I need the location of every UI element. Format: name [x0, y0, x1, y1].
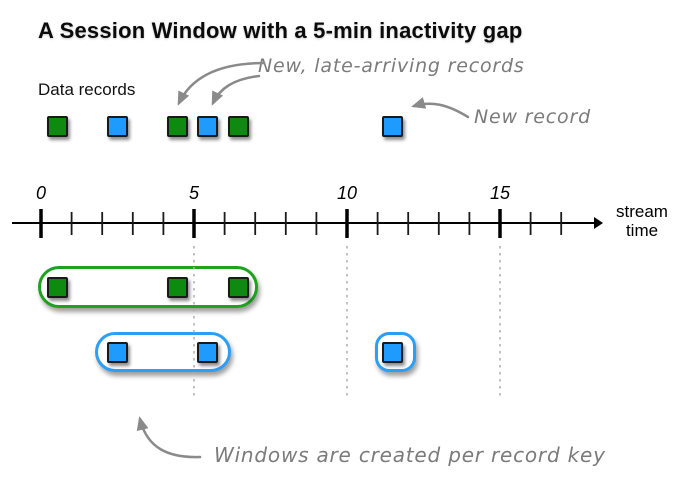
tick-label-0: 0	[35, 183, 46, 203]
green-record-square	[47, 277, 69, 298]
green-record-square	[227, 277, 249, 298]
new-record-arrow-icon	[411, 97, 470, 119]
tick-label-5: 5	[188, 183, 199, 203]
late-record-arrow-right-icon	[211, 74, 261, 106]
green-record-square	[227, 116, 249, 137]
blue-record-square	[197, 116, 219, 137]
blue-record-square	[197, 342, 219, 363]
axis-label-line1: stream	[616, 202, 668, 221]
late-records-annotation: New, late-arriving records	[258, 55, 525, 77]
blue-record-square	[382, 342, 404, 363]
green-session-window	[37, 266, 259, 308]
blue-record-square	[107, 342, 128, 363]
data-records-label: Data records	[38, 80, 136, 99]
green-record-square	[166, 277, 188, 298]
blue-record-square	[382, 116, 404, 137]
green-record-square	[47, 116, 69, 137]
windows-per-key-annotation: Windows are created per record key	[214, 443, 606, 467]
axis-arrowhead-icon	[594, 217, 603, 229]
blue-record-square	[107, 116, 128, 137]
tick-label-10: 10	[336, 183, 358, 203]
new-record-annotation: New record	[474, 106, 591, 128]
late-record-arrow-left-icon	[177, 61, 266, 106]
axis-label-line2: time	[625, 221, 659, 240]
tick-label-15: 15	[489, 183, 511, 203]
blue-session-window	[374, 332, 416, 372]
stream-time-axis-label: stream time	[608, 202, 676, 240]
diagram-title: A Session Window with a 5-min inactivity…	[38, 18, 523, 43]
windows-note-arrow-icon	[136, 416, 202, 459]
green-record-square	[166, 116, 188, 137]
